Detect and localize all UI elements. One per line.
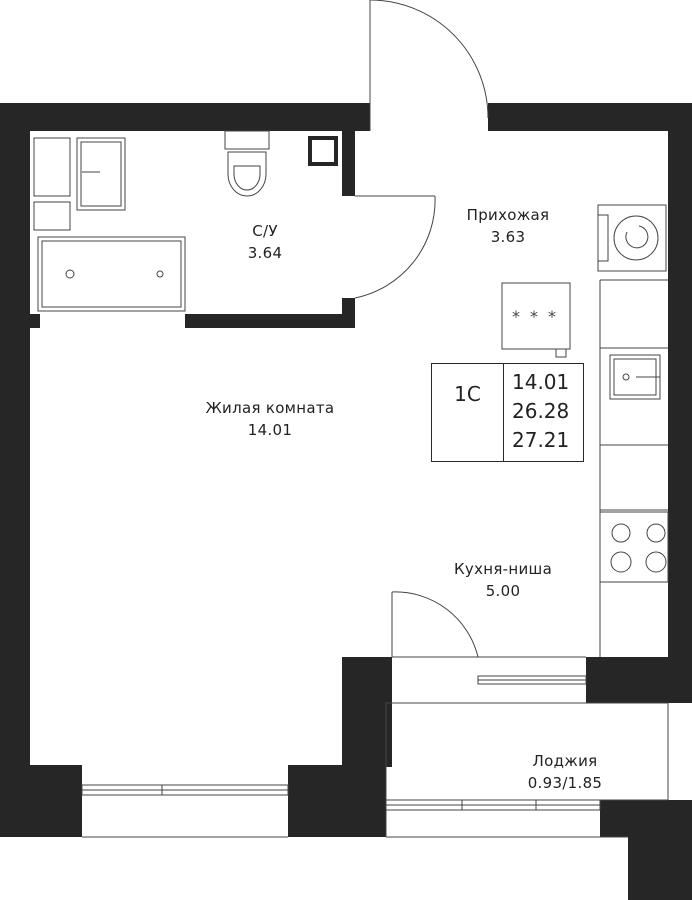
bathroom-label: С/У 3.64 [210, 220, 320, 264]
bath-sink [76, 137, 126, 211]
wall-bath-hall [342, 131, 355, 196]
wall-top-right [488, 103, 692, 131]
bathroom-name: С/У [252, 222, 278, 240]
bathtub [37, 236, 186, 312]
boiler [501, 282, 571, 350]
boiler-star-3: * [548, 307, 556, 326]
bathtub-drain [65, 269, 75, 279]
apartment-type: 1С [432, 364, 504, 461]
bath-sink-inner [80, 141, 122, 207]
bathroom-area: 3.64 [247, 244, 283, 262]
loggia-name: Лоджия [532, 752, 598, 770]
toilet-tank [224, 130, 270, 150]
boiler-star-1: * [512, 307, 520, 326]
wall-top-left [0, 103, 370, 131]
living-area: 14.01 [247, 421, 293, 439]
walls [0, 103, 692, 900]
wall-kitchen-right [586, 657, 692, 703]
wall-bottom-middle [288, 765, 386, 837]
toilet-bowl [227, 151, 267, 197]
toilet-seat [233, 165, 261, 191]
loggia-door-swing [391, 591, 479, 658]
wall-bath-bottom-left [30, 314, 40, 328]
hallway-name: Прихожая [466, 206, 550, 224]
total-area-with-loggia: 27.21 [512, 428, 570, 452]
loggia-area: 0.93/1.85 [527, 774, 603, 792]
total-area: 26.28 [512, 399, 570, 423]
wall-left [0, 103, 30, 765]
boiler-pipe [555, 348, 567, 358]
boiler-star-2: * [530, 307, 538, 326]
living-area-total: 14.01 [512, 370, 570, 394]
stove-burner-1 [611, 523, 631, 543]
wall-loggia-right [600, 800, 692, 837]
wall-corner [628, 837, 692, 900]
kitchen-name: Кухня-ниша [453, 560, 553, 578]
kitchen-label: Кухня-ниша 5.00 [430, 558, 576, 602]
wall-bath-bottom [185, 314, 355, 328]
cabinet-top [33, 137, 71, 197]
apartment-summary: 1С 14.01 26.28 27.21 [431, 363, 584, 462]
wall-bottom-left [0, 765, 82, 837]
living-name: Жилая комната [205, 399, 335, 417]
entry-door-swing [369, 0, 489, 119]
stove-burner-3 [610, 551, 632, 573]
kitchen-sink-drain [622, 373, 630, 381]
bathtub-tap [156, 270, 164, 278]
washing-machine-panel [597, 214, 609, 262]
vent-shaft [308, 136, 338, 166]
apartment-areas: 14.01 26.28 27.21 [512, 368, 569, 455]
kitchen-area: 5.00 [485, 582, 521, 600]
washing-machine-arrow [625, 225, 649, 249]
wall-right [668, 103, 692, 658]
loggia-label: Лоджия 0.93/1.85 [505, 750, 625, 794]
washing-machine-drum [613, 215, 659, 261]
stove [599, 511, 669, 583]
living-label: Жилая комната 14.01 [180, 397, 360, 441]
stove-burner-2 [646, 523, 666, 543]
cabinet-small [33, 201, 71, 231]
boiler-markers: * * * [512, 307, 556, 326]
stove-burner-4 [645, 551, 667, 573]
bathtub-inner [41, 240, 182, 308]
wall-kitchen-left [342, 657, 392, 767]
fixtures [33, 0, 669, 838]
hallway-area: 3.63 [490, 228, 526, 246]
hallway-label: Прихожая 3.63 [448, 204, 568, 248]
bath-door-swing [354, 195, 436, 299]
